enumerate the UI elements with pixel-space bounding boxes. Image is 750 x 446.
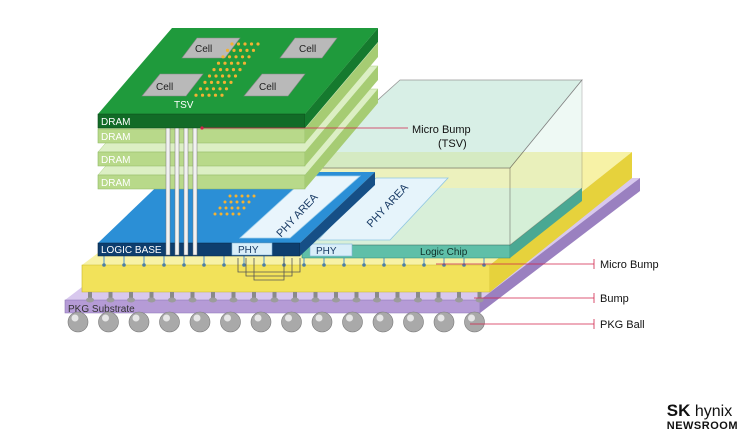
cell-label-3: Cell xyxy=(156,82,173,93)
pkg-ball xyxy=(433,311,455,333)
micro-bump xyxy=(122,263,126,267)
bump xyxy=(293,292,297,300)
bump xyxy=(108,292,113,300)
micro-bump xyxy=(222,263,226,267)
pkg-ball xyxy=(159,311,180,333)
bump xyxy=(354,292,359,300)
pkg-ball xyxy=(220,311,241,333)
dram-label: DRAM xyxy=(101,155,130,166)
pkg-ball xyxy=(67,311,89,333)
micro-bump xyxy=(102,263,106,267)
bumps xyxy=(86,292,484,303)
bump xyxy=(190,292,195,300)
bump xyxy=(170,292,174,300)
brand-newsroom: NEWSROOM xyxy=(666,420,738,432)
pkg-ball xyxy=(403,311,424,333)
cell-label-2: Cell xyxy=(299,44,316,55)
bump xyxy=(477,292,482,300)
tsv-column xyxy=(192,111,198,256)
pkg-ball xyxy=(281,311,302,333)
dram-label: DRAM xyxy=(101,178,130,189)
dram-label-top: DRAM xyxy=(101,117,130,128)
micro-bump xyxy=(402,263,406,267)
tsv-column xyxy=(183,111,189,256)
pkg-ball xyxy=(98,311,119,333)
bump xyxy=(211,292,215,300)
interposer-wires xyxy=(237,258,301,281)
bump xyxy=(416,292,420,300)
micro-bump xyxy=(302,263,306,267)
pkg-ball xyxy=(128,311,150,333)
micro-bump xyxy=(162,263,166,267)
micro-bump xyxy=(422,263,426,267)
bump xyxy=(457,292,461,300)
callout-tsv: (TSV) xyxy=(438,138,467,150)
cell-label-1: Cell xyxy=(195,44,212,55)
bump xyxy=(375,292,379,300)
micro-bump xyxy=(202,263,206,267)
bump xyxy=(272,292,277,300)
logic-chip: PHY AREA PHY Logic Chip xyxy=(299,78,583,259)
callouts: Micro Bump (TSV) Micro Bump Bump PKG Bal… xyxy=(200,124,659,331)
bump xyxy=(436,292,441,300)
brand-sk: SK xyxy=(666,401,691,420)
callout-micro-bump-tsv: Micro Bump xyxy=(412,124,471,136)
micro-bump-array xyxy=(194,42,260,216)
tsv-column xyxy=(165,111,171,256)
pkg-ball xyxy=(189,311,211,333)
micro-bump xyxy=(242,263,246,267)
pkg-balls xyxy=(67,311,485,333)
bump xyxy=(395,292,400,300)
micro-bump xyxy=(322,263,326,267)
pkg-ball xyxy=(311,311,333,333)
tsv-column xyxy=(174,111,180,256)
cell-label-4: Cell xyxy=(259,82,276,93)
brand-hynix: hynix xyxy=(694,403,733,420)
callout-pkg-ball: PKG Ball xyxy=(600,319,645,331)
dram-label: DRAM xyxy=(101,132,130,143)
bump xyxy=(129,292,133,300)
dram-top: Cell Cell Cell Cell TSV DRAM xyxy=(97,28,378,216)
callout-micro-bump: Micro Bump xyxy=(600,259,659,271)
pkg-ball xyxy=(372,311,394,333)
bump xyxy=(252,292,256,300)
bump xyxy=(88,292,92,300)
tsv-label: TSV xyxy=(174,100,194,111)
phy-label-logic-base: PHY xyxy=(238,245,259,256)
bump xyxy=(149,292,154,300)
phy-label-logic-chip: PHY xyxy=(316,246,337,257)
pkg-substrate-label: PKG Substrate xyxy=(68,304,135,315)
pkg-ball xyxy=(464,311,485,333)
micro-bump xyxy=(262,263,266,267)
bump xyxy=(334,292,338,300)
sk-hynix-logo: SK hynix NEWSROOM xyxy=(667,402,738,432)
pkg-ball xyxy=(342,311,363,333)
bump xyxy=(313,292,318,300)
micro-bump xyxy=(142,263,146,267)
logic-base-label: LOGIC BASE xyxy=(101,245,162,256)
micro-bump xyxy=(362,263,366,267)
pkg-ball xyxy=(250,311,272,333)
bump xyxy=(231,292,236,300)
micro-bump xyxy=(182,263,186,267)
logic-chip-label: Logic Chip xyxy=(420,247,468,258)
micro-bump xyxy=(382,263,386,267)
micro-bump xyxy=(342,263,346,267)
callout-bump: Bump xyxy=(600,293,629,305)
